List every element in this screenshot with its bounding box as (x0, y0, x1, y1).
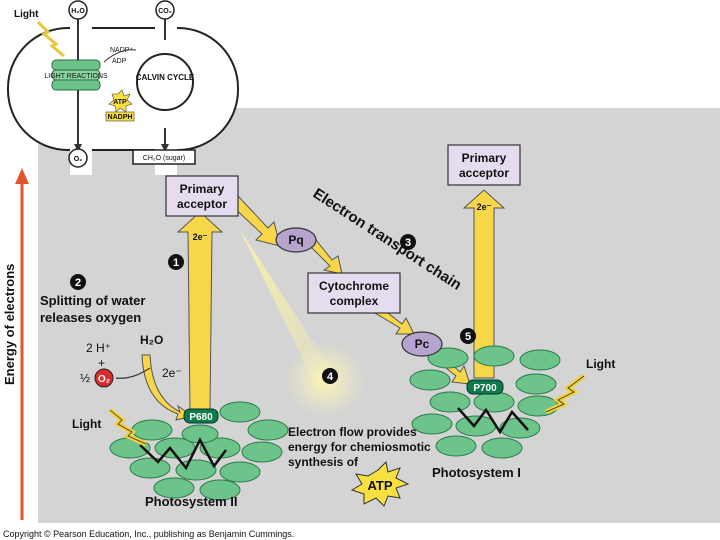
inset-sugar: CH₂O (sugar) (143, 155, 185, 162)
step-5: 5 (465, 331, 471, 343)
o2-circle-icon (68, 148, 88, 168)
inset-light-reactions: LIGHT REACTIONS (44, 73, 108, 80)
energy-axis-arrowhead-icon (15, 168, 29, 184)
p680-reaction-center (183, 408, 219, 424)
cytochrome-complex-box (307, 272, 401, 314)
electron-flow-line1: Electron flow provides (288, 425, 417, 439)
electron-flow-line2: energy for chemiosmotic (288, 440, 431, 454)
step-2: 2 (75, 277, 81, 289)
splitting-water-line1: Splitting of water (40, 293, 145, 308)
atp-burst-icon (350, 460, 410, 507)
photosystem-i-label: Photosystem I (432, 465, 521, 480)
inset-nadp: NADP⁺ (110, 47, 133, 54)
co2-circle-icon (155, 0, 175, 20)
inset-adp: ADP (112, 58, 127, 65)
step-markers: 1 2 3 4 5 (70, 234, 476, 384)
step-3: 3 (405, 237, 411, 249)
atp-label: ATP (367, 478, 392, 493)
oxygen-circle-icon (94, 368, 114, 388)
inset-o2: O₂ (74, 156, 83, 163)
energy-axis-label: Energy of electrons (2, 264, 17, 385)
step-1: 1 (173, 257, 179, 269)
p680-label: P680 (189, 412, 213, 423)
step-4: 4 (327, 371, 334, 383)
h2o-circle-icon (68, 0, 88, 20)
pc-carrier (401, 331, 443, 357)
inset-h2o: H₂O (71, 8, 85, 15)
electron-flow-line3: synthesis of (288, 455, 359, 469)
splitting-water-line2: releases oxygen (40, 310, 141, 325)
inset-atp: ATP (113, 99, 127, 106)
p700-reaction-center (466, 379, 504, 395)
ps1-2e-label: 2e⁻ (477, 202, 492, 212)
photosystem-ii-label: Photosystem II (145, 494, 237, 509)
ps2-2e-label: 2e⁻ (193, 232, 208, 242)
water-half: ½ (80, 371, 90, 385)
inset-lightning-icon (36, 20, 65, 58)
photosystem-ii-cluster (109, 401, 289, 501)
calvin-cycle-icon (136, 53, 194, 111)
copyright-footer: Copyright © Pearson Education, Inc., pub… (3, 529, 294, 539)
water-o2: O₂ (98, 374, 110, 385)
pq-carrier (275, 227, 317, 253)
ps1-electron-path (457, 407, 529, 435)
water-plus: + (98, 356, 105, 370)
ps2-electron-path (139, 437, 227, 471)
photosystem-i-cluster (409, 345, 561, 459)
inset-nadph: NADPH (108, 114, 133, 121)
water-h2o: H₂O (140, 333, 163, 347)
light-ps1-label: Light (586, 357, 615, 371)
electron-flow-arrows (141, 189, 506, 421)
primary-acceptor-ps1-box (447, 144, 521, 186)
inset-light: Light (14, 9, 39, 20)
water-h-plus: 2 H⁺ (86, 341, 111, 355)
primary-acceptor-ps2-box (165, 175, 239, 217)
light-ps2-label: Light (72, 417, 101, 431)
pq-label: Pq (288, 233, 303, 247)
water-2e-label: 2e⁻ (162, 366, 182, 380)
inset-calvin: CALVIN CYCLE (136, 73, 195, 82)
pc-label: Pc (415, 337, 430, 351)
chloroplast-inset: H₂O CO₂ Light LIGHT REACTIONS CALVIN CYC… (7, 0, 239, 175)
p700-label: P700 (473, 383, 497, 394)
inset-co2: CO₂ (158, 8, 172, 15)
thylakoid-stack-icon (51, 59, 101, 91)
